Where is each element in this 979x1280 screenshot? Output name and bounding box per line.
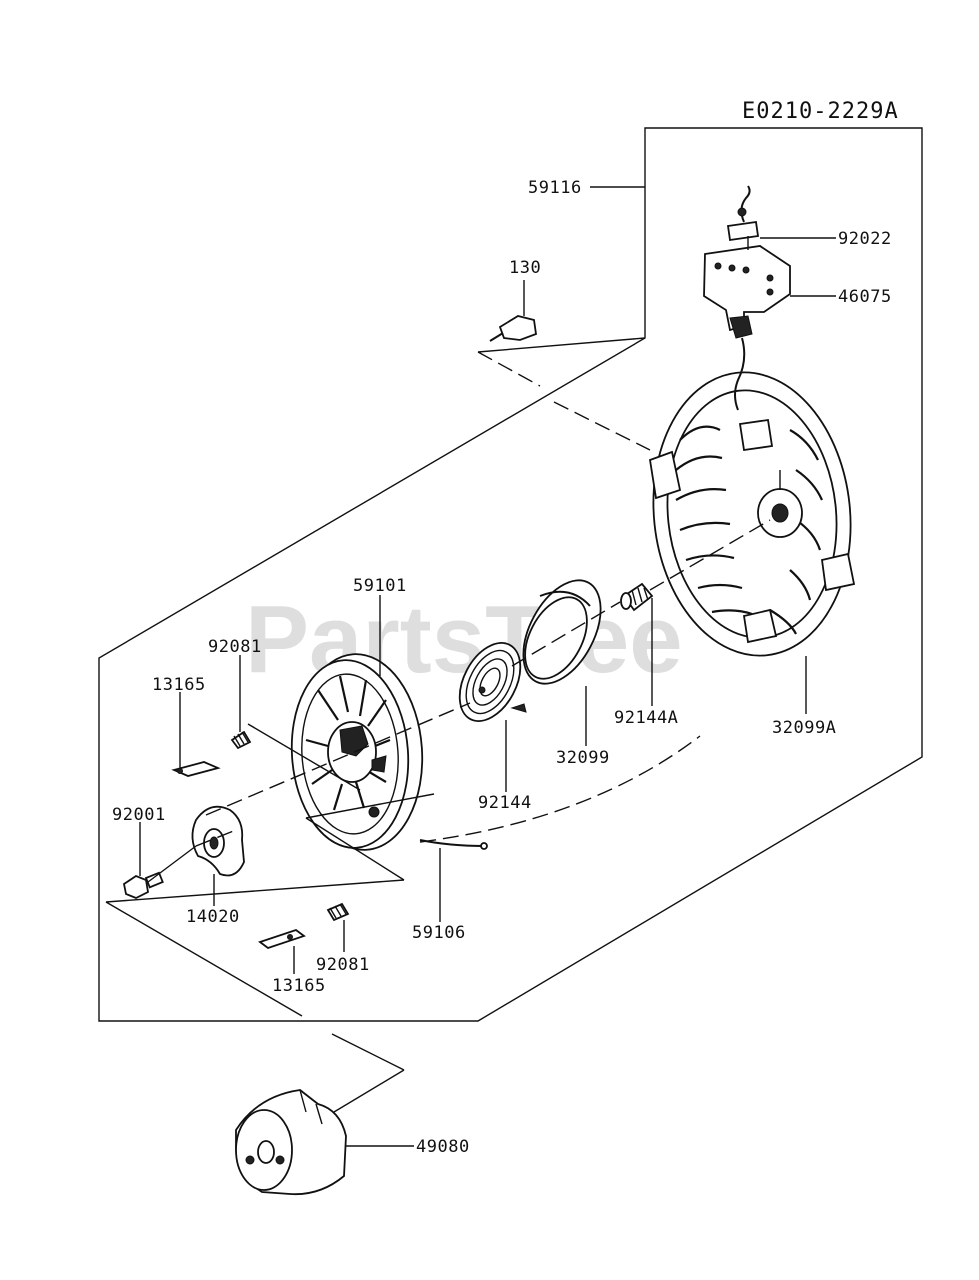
starter-rope[interactable] (419, 839, 488, 850)
ratchet-pawl-bottom[interactable] (258, 928, 306, 950)
recoil-cover[interactable] (640, 363, 865, 666)
label-130[interactable]: 130 (509, 258, 541, 278)
label-92022[interactable]: 92022 (838, 229, 892, 249)
label-92001[interactable]: 92001 (112, 805, 166, 825)
label-32099A[interactable]: 32099A (772, 718, 836, 738)
assembly-outline (98, 127, 923, 1022)
ratchet-pawl-top[interactable] (171, 761, 221, 777)
label-49080[interactable]: 49080 (416, 1137, 470, 1157)
reel-pulley[interactable] (286, 650, 429, 854)
pawl-spring-top[interactable] (230, 730, 252, 750)
label-59116[interactable]: 59116 (528, 178, 582, 198)
label-92144A[interactable]: 92144A (614, 708, 678, 728)
label-92081-top[interactable]: 92081 (208, 637, 262, 657)
screw-92001[interactable] (122, 871, 164, 899)
rope-knot[interactable] (726, 185, 760, 250)
pawl-spring-bottom[interactable] (326, 902, 350, 922)
label-14020[interactable]: 14020 (186, 907, 240, 927)
label-59101[interactable]: 59101 (353, 576, 407, 596)
label-46075[interactable]: 46075 (838, 287, 892, 307)
diagram-code: E0210-2229A (742, 99, 899, 124)
starter-pulley[interactable] (235, 1089, 347, 1196)
label-92081-bottom[interactable]: 92081 (316, 955, 370, 975)
bolt-130[interactable] (489, 280, 537, 342)
recoil-spring[interactable] (447, 633, 532, 732)
leader-lines (139, 237, 836, 1147)
starter-handle[interactable] (703, 245, 791, 411)
explosion-lines (105, 337, 771, 1113)
ratchet-14020[interactable] (191, 805, 245, 877)
label-92144[interactable]: 92144 (478, 793, 532, 813)
spring-case[interactable] (507, 568, 616, 697)
part-labels: 59116 130 92022 46075 59101 92081 13165 … (112, 178, 892, 1157)
label-13165-bottom[interactable]: 13165 (272, 976, 326, 996)
label-59106[interactable]: 59106 (412, 923, 466, 943)
label-32099[interactable]: 32099 (556, 748, 610, 768)
spring-92144A[interactable] (620, 582, 654, 612)
label-13165-top[interactable]: 13165 (152, 675, 206, 695)
